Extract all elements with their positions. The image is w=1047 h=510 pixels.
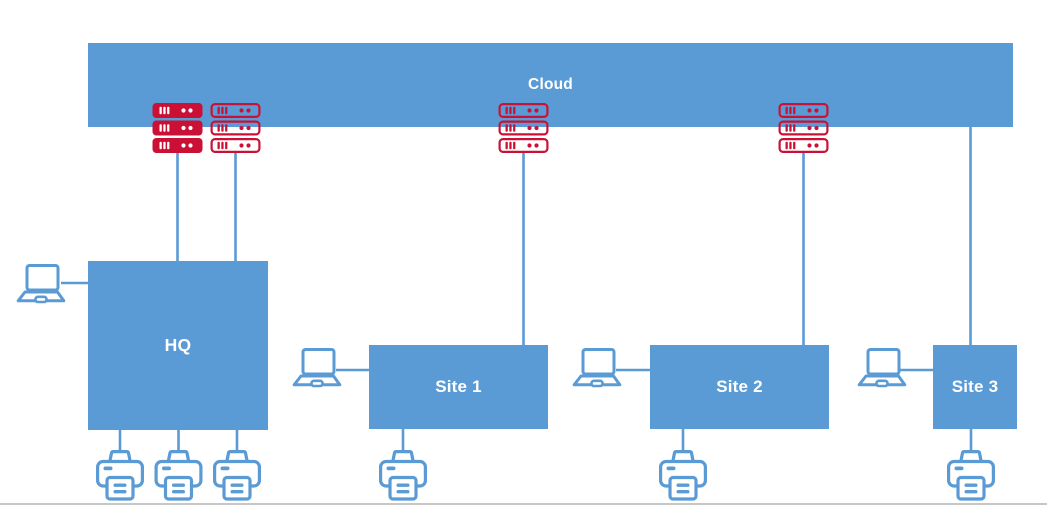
server-stack-icon[interactable] <box>210 103 261 153</box>
server-stack-icon[interactable] <box>778 103 829 153</box>
printer-icon[interactable] <box>154 450 203 501</box>
printer-icon[interactable] <box>379 450 427 501</box>
site1-label: Site 1 <box>435 377 482 396</box>
page-bottom-border <box>0 503 1047 505</box>
site2-label: Site 2 <box>716 377 763 396</box>
server-stack-icon[interactable] <box>152 103 203 153</box>
site3-label: Site 3 <box>951 377 999 396</box>
site2-node[interactable]: Site 2 <box>650 345 829 429</box>
laptop-icon[interactable] <box>16 264 66 304</box>
cloud-label: Cloud <box>528 76 573 93</box>
hq-label: HQ <box>164 335 192 355</box>
cloud-node[interactable]: Cloud <box>88 43 1013 127</box>
laptop-icon[interactable] <box>292 348 342 388</box>
laptop-icon[interactable] <box>857 348 907 388</box>
site1-node[interactable]: Site 1 <box>369 345 548 429</box>
server-stack-icon[interactable] <box>498 103 549 153</box>
site3-node[interactable]: Site 3 <box>933 345 1017 429</box>
printer-icon[interactable] <box>96 450 144 501</box>
hq-node[interactable]: HQ <box>88 261 268 430</box>
printer-icon[interactable] <box>659 450 707 501</box>
printer-icon[interactable] <box>947 450 995 501</box>
printer-icon[interactable] <box>213 450 261 501</box>
laptop-icon[interactable] <box>572 348 622 388</box>
